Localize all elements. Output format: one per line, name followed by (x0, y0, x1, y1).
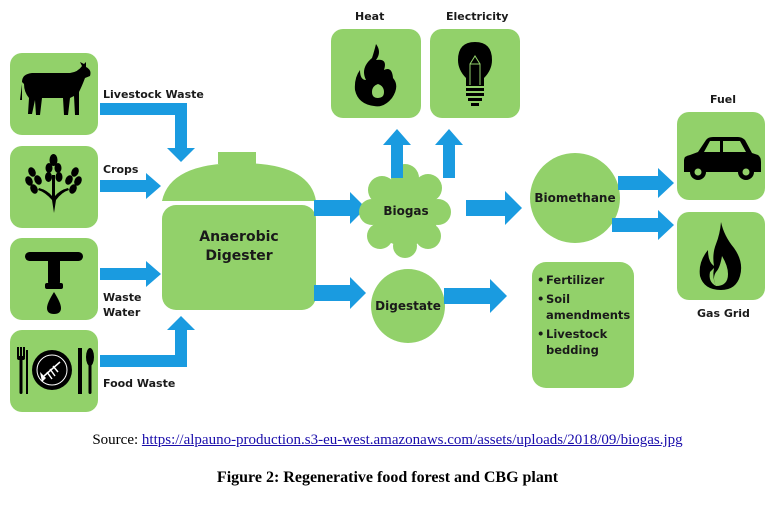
biogas-label: Biogas (383, 204, 429, 218)
use-text: Fertilizer (546, 273, 605, 287)
label-line: Water (103, 306, 141, 319)
arrow-digestate-to-uses (444, 279, 507, 313)
use-line: Livestock (546, 327, 608, 341)
label-line: Anaerobic (199, 229, 279, 245)
wheat-icon (25, 154, 82, 213)
biomethane-circle (530, 153, 620, 243)
digestate-uses-list: • Fertilizer • Soil amendments • Livestoc… (537, 272, 633, 358)
electricity-label: Electricity (446, 10, 509, 23)
bullet: • (537, 273, 545, 287)
input-label-crops: Crops (103, 163, 139, 176)
plate-fishbone-icon (17, 347, 94, 394)
digestate-label: Digestate (375, 299, 441, 313)
arrow-wastewater-to-digester (100, 261, 161, 287)
source-prefix: Source: (92, 432, 142, 448)
arrow-livestock-to-digester (100, 103, 195, 162)
use-text: Soil amendments (546, 291, 630, 323)
biogas-cloud (359, 164, 451, 258)
arrow-biogas-to-heat (383, 129, 411, 178)
lightbulb-icon (458, 42, 492, 106)
cow-icon (20, 62, 91, 115)
digestate-use-item: • Soil amendments (537, 291, 633, 323)
source-line: Source: https://alpauno-production.s3-eu… (0, 432, 775, 449)
bullet: • (537, 327, 545, 341)
figure-caption: Figure 2: Regenerative food forest and C… (216, 469, 559, 486)
arrow-foodwaste-to-digester (100, 316, 195, 367)
label-line: Waste (103, 291, 142, 304)
input-label-waste-water: Waste Water (103, 290, 141, 320)
digestate-uses-box (532, 262, 634, 388)
arrow-biogas-to-biomethane (466, 191, 522, 225)
digester-label: Anaerobic Digester (162, 228, 316, 266)
arrow-digester-to-digestate (314, 277, 366, 309)
arrow-biomethane-to-fuel (618, 168, 674, 198)
biogas-process-diagram: Livestock Waste Crops Waste Water Food W… (10, 10, 765, 412)
digestate-use-item: • Livestock bedding (537, 326, 633, 358)
use-line: Soil (546, 292, 571, 306)
faucet-drop-icon (25, 252, 83, 314)
digestate-use-item: • Fertilizer (537, 272, 633, 288)
flame-icon (354, 44, 397, 107)
arrow-digester-to-biogas (314, 192, 366, 224)
use-line: bedding (546, 343, 599, 357)
bullet: • (537, 292, 545, 306)
arrow-biogas-to-electricity (435, 129, 463, 178)
input-label-food-waste: Food Waste (103, 377, 176, 390)
anaerobic-digester (162, 152, 316, 310)
digestate-circle (371, 269, 445, 343)
source-link[interactable]: https://alpauno-production.s3-eu-west.am… (141, 432, 683, 448)
label-line: Digester (205, 248, 273, 264)
arrow-crops-to-digester (100, 173, 161, 199)
fuel-label: Fuel (710, 93, 737, 106)
gas-grid-label: Gas Grid (697, 307, 750, 320)
use-line: amendments (546, 308, 631, 322)
biomethane-label: Biomethane (534, 191, 616, 205)
heat-label: Heat (355, 10, 385, 23)
arrow-biomethane-to-gasgrid (612, 210, 674, 240)
input-label-livestock-waste: Livestock Waste (103, 88, 204, 101)
car-icon (684, 137, 761, 180)
use-text: Livestock bedding (546, 326, 607, 358)
